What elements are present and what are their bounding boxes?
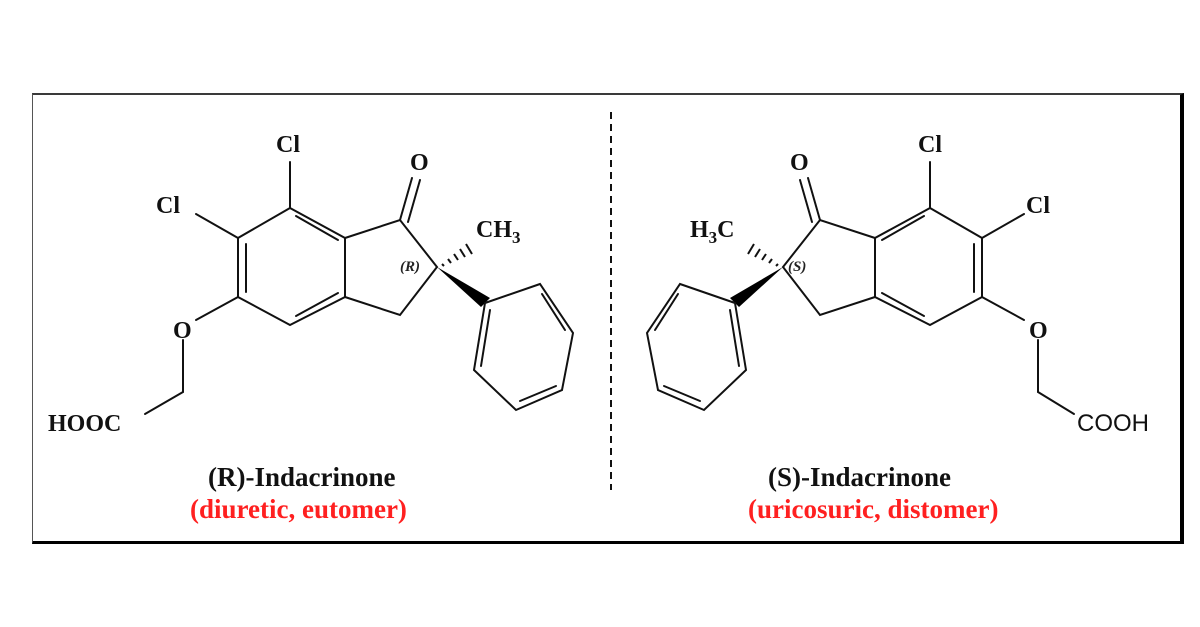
compound-name: (R)-Indacrinone bbox=[208, 462, 396, 492]
compound-role: (uricosuric, distomer) bbox=[748, 494, 998, 524]
carboxylic-acid-label: COOH bbox=[1077, 410, 1149, 437]
hashed-wedge-bond bbox=[441, 243, 473, 267]
ketone-oxygen-label: O bbox=[790, 150, 809, 176]
solid-wedge-bond bbox=[730, 267, 783, 307]
chlorine-label: Cl bbox=[1026, 193, 1050, 219]
solid-wedge-bond bbox=[437, 267, 490, 307]
figure-frame bbox=[32, 93, 1184, 544]
ether-oxygen-label: O bbox=[1029, 318, 1048, 344]
ether-oxygen-label: O bbox=[173, 318, 192, 344]
hashed-wedge-bond bbox=[747, 243, 779, 267]
methyl-label: H3C bbox=[690, 217, 735, 247]
compound-role: (diuretic, eutomer) bbox=[190, 494, 407, 524]
compound-name: (S)-Indacrinone bbox=[768, 462, 951, 492]
s-indacrinone-structure: Cl Cl O H3C (S) O COOH (S)-Indacrinone (… bbox=[645, 132, 1149, 524]
r-indacrinone-structure: Cl Cl O CH3 (R) O HOOC (R)-Indacrinone (… bbox=[48, 132, 575, 524]
methyl-label: CH3 bbox=[476, 217, 521, 247]
chlorine-label: Cl bbox=[156, 193, 180, 219]
chlorine-label: Cl bbox=[918, 132, 942, 158]
chlorine-label: Cl bbox=[276, 132, 300, 158]
stereo-descriptor: (S) bbox=[788, 259, 806, 275]
ketone-oxygen-label: O bbox=[410, 150, 429, 176]
stereo-descriptor: (R) bbox=[400, 259, 420, 275]
carboxylic-acid-label: HOOC bbox=[48, 411, 121, 437]
